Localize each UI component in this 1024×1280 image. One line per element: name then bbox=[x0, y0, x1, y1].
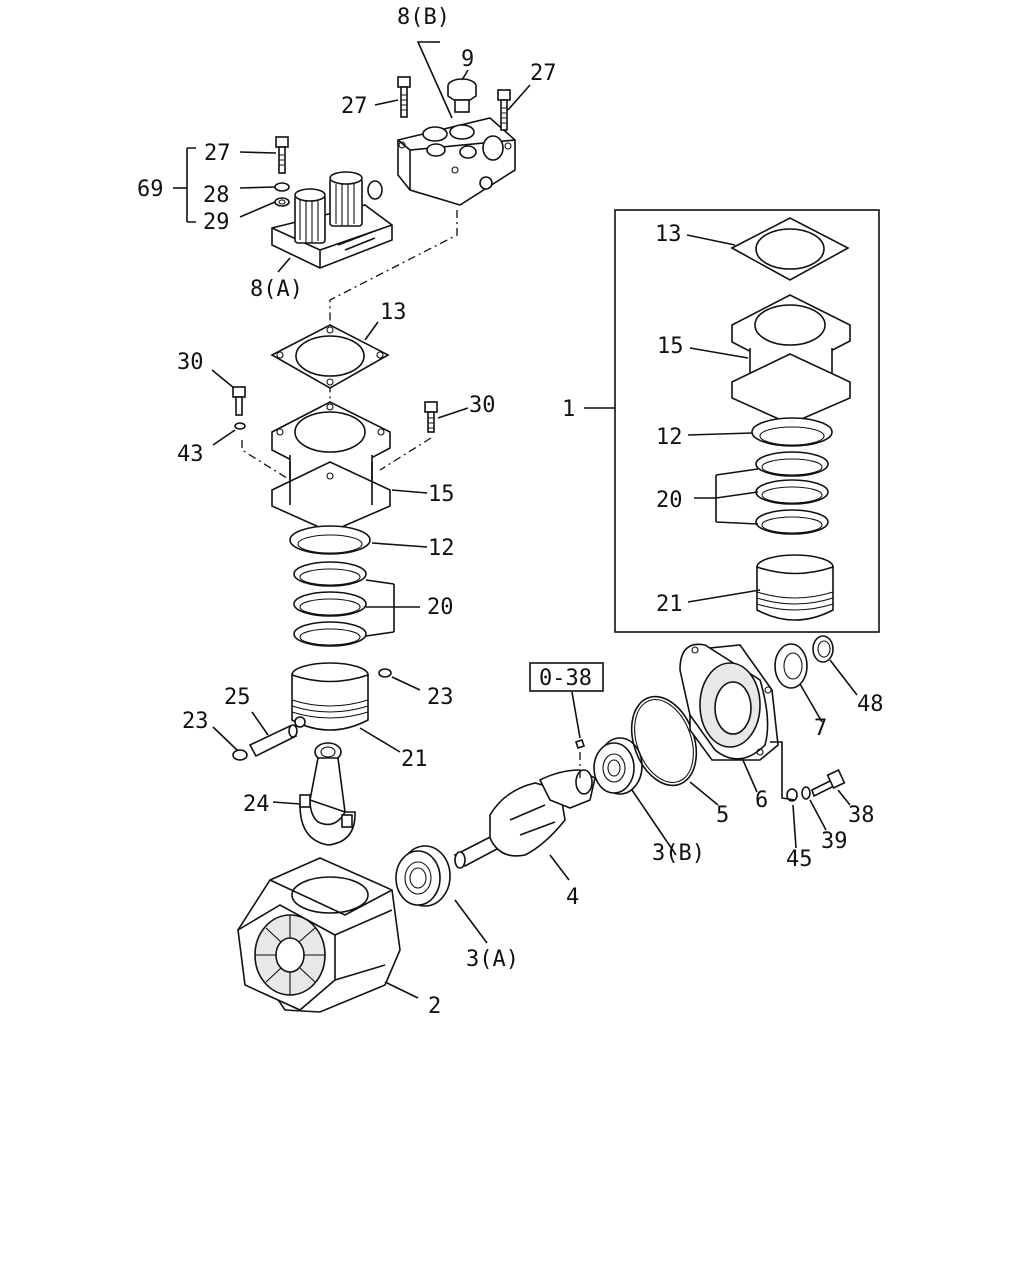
crankshaft-4 bbox=[453, 769, 596, 869]
label-038-box bbox=[529, 662, 604, 692]
piston-pin-25 bbox=[248, 724, 298, 758]
label-15-kit: 15 bbox=[657, 334, 684, 359]
washer-43 bbox=[234, 422, 246, 430]
label-21-left: 21 bbox=[401, 747, 428, 772]
bearing-3b bbox=[593, 737, 643, 795]
plug-9 bbox=[447, 78, 477, 113]
bolt-27-left bbox=[397, 76, 411, 118]
bearing-3a bbox=[395, 845, 451, 907]
label-8a: 8(A) bbox=[250, 277, 303, 302]
ring-12-left bbox=[289, 525, 371, 555]
snap-ring-23-left bbox=[232, 749, 248, 761]
label-20-kit: 20 bbox=[656, 488, 683, 513]
gasket-13-left bbox=[270, 324, 390, 389]
bolt-30-right bbox=[424, 401, 438, 433]
label-48: 48 bbox=[857, 692, 884, 717]
piston-21-left bbox=[291, 662, 369, 731]
label-27-a: 27 bbox=[341, 94, 368, 119]
label-7: 7 bbox=[814, 716, 827, 741]
bolt-30-left bbox=[232, 386, 246, 416]
snap-ring-23-right bbox=[378, 668, 392, 678]
oil-seal-7 bbox=[774, 643, 808, 689]
label-3a: 3(A) bbox=[466, 947, 519, 972]
label-13-left: 13 bbox=[380, 300, 407, 325]
washer-45 bbox=[786, 788, 798, 802]
label-20-left: 20 bbox=[427, 595, 454, 620]
label-24: 24 bbox=[243, 792, 270, 817]
o-ring-5-inner bbox=[634, 699, 694, 783]
kit-box-1 bbox=[614, 209, 880, 633]
gasket-13-kit bbox=[730, 217, 850, 281]
label-21-kit: 21 bbox=[656, 592, 683, 617]
label-13-kit: 13 bbox=[655, 222, 682, 247]
label-0-38: 0-38 bbox=[539, 666, 592, 691]
assembly-line-bolt-left bbox=[241, 440, 291, 481]
label-30-right: 30 bbox=[469, 393, 496, 418]
label-27-b: 27 bbox=[530, 61, 557, 86]
cylinder-15-left bbox=[271, 401, 391, 533]
bearing-cover-6 bbox=[679, 643, 779, 761]
label-23-left: 23 bbox=[182, 709, 209, 734]
label-6: 6 bbox=[755, 788, 768, 813]
label-1: 1 bbox=[562, 397, 575, 422]
washer-29-hole bbox=[278, 199, 286, 205]
label-8b: 8(B) bbox=[397, 5, 450, 30]
assembly-line-45 bbox=[770, 741, 796, 801]
label-23-right: 23 bbox=[427, 685, 454, 710]
piston-rings-20-left bbox=[293, 561, 367, 647]
piston-rings-20-kit bbox=[755, 451, 829, 535]
cylinder-15-kit bbox=[731, 294, 851, 425]
assembly-line-bolt-right bbox=[379, 437, 432, 471]
washer-28 bbox=[274, 182, 290, 192]
label-15-left: 15 bbox=[428, 482, 455, 507]
label-27-c: 27 bbox=[204, 141, 231, 166]
cylinder-head-8a bbox=[271, 171, 393, 269]
label-69: 69 bbox=[137, 177, 164, 202]
label-9: 9 bbox=[461, 47, 474, 72]
label-29: 29 bbox=[203, 210, 230, 235]
washer-39 bbox=[801, 786, 811, 800]
bolt-27-head bbox=[275, 136, 289, 174]
label-2: 2 bbox=[428, 994, 441, 1019]
bolt-38 bbox=[811, 769, 846, 798]
ring-12-kit bbox=[751, 417, 833, 447]
ring-48 bbox=[812, 635, 834, 663]
label-12-kit: 12 bbox=[656, 425, 683, 450]
label-12-left: 12 bbox=[428, 536, 455, 561]
leader-lines bbox=[173, 41, 858, 999]
bolt-27-right bbox=[497, 89, 511, 131]
label-28: 28 bbox=[203, 183, 230, 208]
label-4: 4 bbox=[566, 885, 579, 910]
piston-21-kit bbox=[756, 554, 834, 621]
crankcase-2 bbox=[237, 857, 401, 1013]
label-43: 43 bbox=[177, 442, 204, 467]
label-5: 5 bbox=[716, 803, 729, 828]
label-38: 38 bbox=[848, 803, 875, 828]
label-30-left: 30 bbox=[177, 350, 204, 375]
label-3b: 3(B) bbox=[652, 841, 705, 866]
cylinder-head-8b bbox=[397, 117, 516, 206]
label-25: 25 bbox=[224, 685, 251, 710]
label-39: 39 bbox=[821, 829, 848, 854]
key-0-38 bbox=[574, 738, 586, 750]
connecting-rod-24 bbox=[299, 742, 356, 846]
label-45: 45 bbox=[786, 847, 813, 872]
washer-29 bbox=[274, 197, 290, 207]
